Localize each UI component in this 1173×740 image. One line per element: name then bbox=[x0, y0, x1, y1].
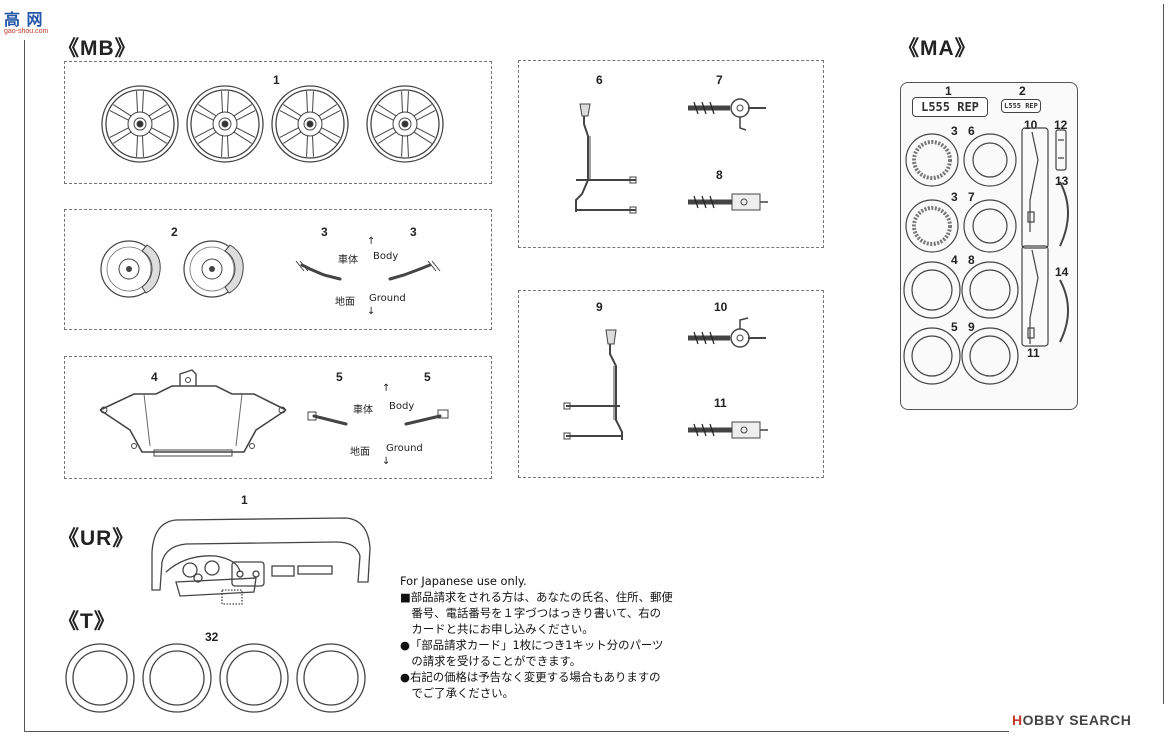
ma-number-14: 14 bbox=[1055, 265, 1069, 279]
part-number-shock-rear: 10 bbox=[714, 300, 728, 314]
box-rear-suspension bbox=[518, 290, 824, 478]
ma-number-12: 12 bbox=[1054, 118, 1068, 132]
note-line: カードと共にお申し込みください。 bbox=[400, 622, 594, 636]
crossmember-illustration bbox=[99, 369, 449, 457]
ma-number-4: 4 bbox=[951, 253, 958, 267]
front-suspension-illustration bbox=[575, 98, 768, 214]
brakes-illustration bbox=[100, 240, 441, 298]
note-line: の請求を受けることができます。 bbox=[400, 654, 582, 668]
section-title-ur: 《UR》 bbox=[58, 527, 135, 550]
part-number-arm-front: 8 bbox=[716, 168, 723, 182]
note-line: ●「部品請求カード」1枚につき1キット分のパーツ bbox=[400, 638, 664, 652]
part-number-shock-front: 7 bbox=[716, 73, 723, 87]
part-number-link-right: 5 bbox=[424, 370, 431, 384]
frame-right-line bbox=[1163, 4, 1164, 704]
part-number-crossmember: 4 bbox=[151, 370, 158, 384]
note-line: For Japanese use only. bbox=[400, 574, 527, 588]
logo-sub-text: gao-shou.com bbox=[4, 28, 49, 35]
ma-number-13: 13 bbox=[1055, 174, 1069, 188]
label-ground-jp: 地面 bbox=[335, 297, 355, 308]
part-number-tires: 32 bbox=[205, 630, 219, 644]
hobbysearch-watermark: HOBBY SEARCH bbox=[1012, 712, 1131, 728]
arrow-down-2: ↓ bbox=[382, 456, 391, 467]
label-ground-en: Ground bbox=[369, 293, 406, 304]
note-line: でご了承ください。 bbox=[400, 686, 514, 700]
arrow-up-2: ↑ bbox=[382, 383, 391, 394]
note-line: 番号、電話番号を１字づつはっきり書いて、右の bbox=[400, 606, 662, 620]
section-title-t: 《T》 bbox=[58, 610, 116, 633]
box-wheels bbox=[64, 61, 492, 184]
ma-number-8: 8 bbox=[968, 253, 975, 267]
japanese-note: For Japanese use only. ■部品請求をされる方は、あなたの氏… bbox=[400, 573, 730, 701]
etch-parts-illustration bbox=[903, 127, 1069, 385]
box-brakes bbox=[64, 209, 492, 330]
part-number-link-left: 5 bbox=[336, 370, 343, 384]
wheel bbox=[271, 85, 349, 163]
wheels-illustration bbox=[101, 85, 444, 163]
part-number-arm-left: 3 bbox=[321, 225, 328, 239]
section-title-mb: 《MB》 bbox=[58, 37, 137, 60]
ma-number-3b: 3 bbox=[951, 190, 958, 204]
part-number-arm-rear: 11 bbox=[714, 396, 727, 410]
rear-suspension-illustration bbox=[563, 317, 768, 440]
label-body-en-2: Body bbox=[389, 401, 415, 412]
frame-left-line bbox=[24, 40, 25, 732]
ma-number-2: 2 bbox=[1019, 84, 1026, 98]
site-logo: 高 网 gao-shou.com bbox=[4, 6, 48, 35]
label-ground-en-2: Ground bbox=[386, 443, 423, 454]
part-number-arm-right: 3 bbox=[410, 225, 417, 239]
wheel bbox=[186, 85, 264, 163]
watermark-prefix: H bbox=[1012, 712, 1023, 728]
part-number-dashboard: 1 bbox=[241, 493, 248, 507]
wheel bbox=[101, 85, 179, 163]
logo-main-text: 高 网 bbox=[4, 12, 44, 29]
wheel bbox=[366, 85, 444, 163]
arrow-down: ↓ bbox=[367, 306, 376, 317]
label-ground-jp-2: 地面 bbox=[350, 447, 370, 458]
box-front-suspension bbox=[518, 60, 824, 248]
label-body-jp-2: 車体 bbox=[353, 405, 373, 416]
part-number-knuckle-front: 6 bbox=[596, 73, 603, 87]
ma-number-1: 1 bbox=[945, 84, 952, 98]
label-body-en: Body bbox=[373, 251, 399, 262]
part-number-wheels: 1 bbox=[273, 73, 280, 87]
ma-number-5: 5 bbox=[951, 320, 958, 334]
ma-number-9: 9 bbox=[968, 320, 975, 334]
ma-number-7: 7 bbox=[968, 190, 975, 204]
frame-bottom-line bbox=[24, 731, 1009, 732]
part-number-brakes: 2 bbox=[171, 225, 178, 239]
watermark-text: OBBY SEARCH bbox=[1022, 712, 1132, 728]
license-plate-small: L555 REP bbox=[1001, 99, 1041, 113]
tires-illustration bbox=[65, 643, 366, 713]
ma-number-3a: 3 bbox=[951, 124, 958, 138]
note-line: ●右記の価格は予告なく変更する場合もありますの bbox=[400, 670, 661, 684]
license-plate-large: L555 REP bbox=[912, 97, 988, 117]
ma-number-6: 6 bbox=[968, 124, 975, 138]
part-number-knuckle-rear: 9 bbox=[596, 300, 603, 314]
section-title-ma: 《MA》 bbox=[898, 37, 977, 60]
label-body-jp: 車体 bbox=[338, 255, 358, 266]
dashboard-illustration bbox=[151, 517, 371, 605]
note-line: ■部品請求をされる方は、あなたの氏名、住所、郵便 bbox=[400, 590, 673, 604]
box-crossmember bbox=[64, 356, 492, 479]
ma-number-11: 11 bbox=[1027, 346, 1040, 360]
arrow-up: ↑ bbox=[367, 236, 376, 247]
